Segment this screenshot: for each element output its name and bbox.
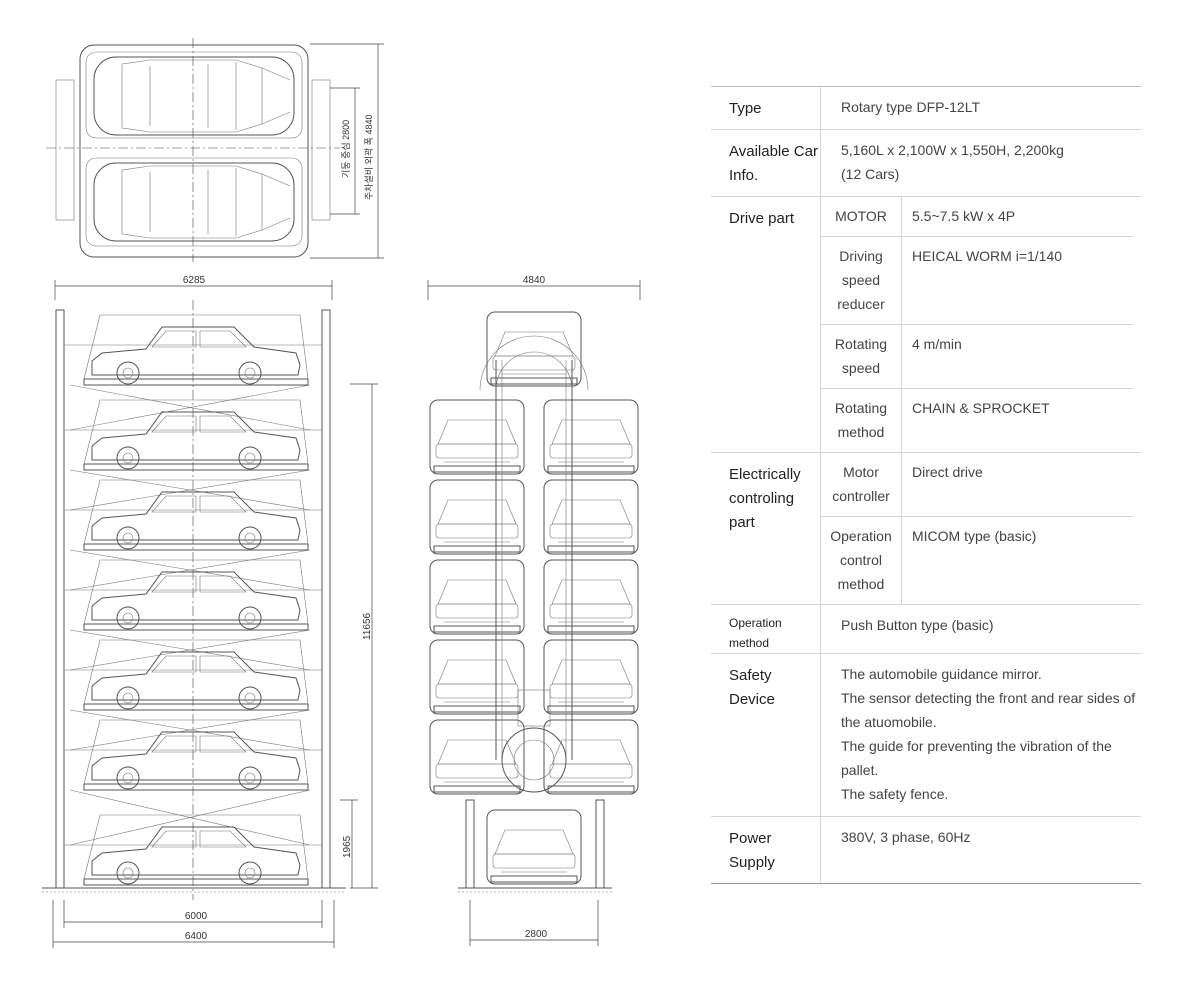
front-pallet (543, 639, 639, 715)
motor-controller-label: Motor controller (821, 453, 902, 516)
front-pallet (543, 719, 639, 795)
dim-1965: 1965 (342, 835, 353, 858)
row-drive-part: Drive part MOTOR 5.5~7.5 kW x 4P Driving… (711, 197, 1141, 453)
dim-pillar-center: 기둥 중심 2800 (341, 120, 351, 178)
dim-4840: 4840 (523, 275, 546, 286)
rotating-speed-value: 4 m/min (912, 336, 962, 352)
rotating-method-label: Rotating method (821, 389, 902, 452)
operation-method-value: Push Button type (basic) (841, 617, 994, 633)
dim-2800: 2800 (525, 929, 548, 940)
safety-label: Safety Device (711, 654, 821, 816)
side-pallets (64, 314, 322, 886)
motor-controller-value: Direct drive (912, 464, 983, 480)
type-label: Type (711, 87, 821, 129)
technical-drawing: 기둥 중심 2800 주차설비 외곽 폭 4840 6285 11656 196… (42, 38, 641, 948)
drive-part-label: Drive part (711, 197, 821, 452)
dim-11656: 11656 (362, 612, 373, 640)
car-info-label: Available Car Info. (711, 130, 821, 196)
row-motor: MOTOR 5.5~7.5 kW x 4P (821, 197, 1133, 237)
rotating-method-value: CHAIN & SPROCKET (912, 400, 1050, 416)
side-pallet (64, 479, 322, 591)
side-pallet (64, 814, 322, 886)
dim-outer-width: 주차설비 외곽 폭 4840 (363, 115, 374, 200)
row-operation-control: Operation control method MICOM type (bas… (821, 517, 1133, 604)
safety-line-2: The sensor detecting the front and rear … (841, 690, 1136, 730)
safety-values: The automobile guidance mirror. The sens… (821, 654, 1141, 816)
row-electrical: Electrically controling part Motor contr… (711, 453, 1141, 605)
side-pallet (64, 559, 322, 671)
plan-car-1 (93, 56, 295, 136)
front-pallet (429, 399, 525, 475)
electrical-subtable: Motor controller Direct drive Operation … (821, 453, 1141, 604)
reducer-value: HEICAL WORM i=1/140 (912, 248, 1063, 264)
motor-label: MOTOR (821, 197, 902, 236)
plan-car-2 (93, 162, 295, 242)
side-pallet (64, 399, 322, 511)
drive-part-subtable: MOTOR 5.5~7.5 kW x 4P Driving speed redu… (821, 197, 1141, 452)
operation-control-value: MICOM type (basic) (912, 528, 1037, 544)
plan-view: 기둥 중심 2800 주차설비 외곽 폭 4840 (46, 38, 384, 262)
front-pallet (543, 559, 639, 635)
front-pallet (429, 559, 525, 635)
row-type: Type Rotary type DFP-12LT (711, 87, 1141, 130)
power-value: 380V, 3 phase, 60Hz (841, 829, 971, 845)
row-car-info: Available Car Info. 5,160L x 2,100W x 1,… (711, 130, 1141, 197)
side-pallet (64, 639, 322, 751)
operation-method-label: Operation method (711, 605, 821, 653)
front-pallet (486, 311, 582, 387)
dim-6000: 6000 (185, 911, 208, 922)
front-pallet (543, 399, 639, 475)
side-pallet (64, 314, 322, 431)
electrical-label: Electrically controling part (711, 453, 821, 604)
front-pallet (429, 639, 525, 715)
dim-6285: 6285 (183, 275, 206, 286)
front-pallet (429, 479, 525, 555)
front-pallet (486, 809, 582, 885)
safety-line-3: The guide for preventing the vibration o… (841, 738, 1112, 778)
rotating-speed-label: Rotating speed (821, 325, 902, 388)
spec-table: Type Rotary type DFP-12LT Available Car … (711, 86, 1141, 884)
row-operation-method: Operation method Push Button type (basic… (711, 605, 1141, 654)
side-view: 6285 11656 1965 6000 6400 (42, 275, 378, 948)
row-reducer: Driving speed reducer HEICAL WORM i=1/14… (821, 237, 1133, 325)
motor-value: 5.5~7.5 kW x 4P (912, 208, 1016, 224)
operation-control-label: Operation control method (821, 517, 902, 604)
row-motor-controller: Motor controller Direct drive (821, 453, 1133, 517)
front-pallet (543, 479, 639, 555)
row-safety: Safety Device The automobile guidance mi… (711, 654, 1141, 817)
row-power: Power Supply 380V, 3 phase, 60Hz (711, 817, 1141, 884)
safety-line-4: The safety fence. (841, 786, 949, 802)
row-rotating-method: Rotating method CHAIN & SPROCKET (821, 389, 1133, 452)
safety-line-1: The automobile guidance mirror. (841, 666, 1042, 682)
front-view: 4840 2800 (427, 275, 641, 946)
dim-6400: 6400 (185, 931, 208, 942)
front-pallets (429, 311, 639, 885)
row-rotating-speed: Rotating speed 4 m/min (821, 325, 1133, 389)
reducer-label: Driving speed reducer (821, 237, 902, 324)
side-pallet (64, 719, 322, 846)
type-value: Rotary type DFP-12LT (841, 99, 981, 115)
front-pallet (429, 719, 525, 795)
power-label: Power Supply (711, 817, 821, 883)
car-info-value: 5,160L x 2,100W x 1,550H, 2,200kg (12 Ca… (841, 142, 1064, 182)
